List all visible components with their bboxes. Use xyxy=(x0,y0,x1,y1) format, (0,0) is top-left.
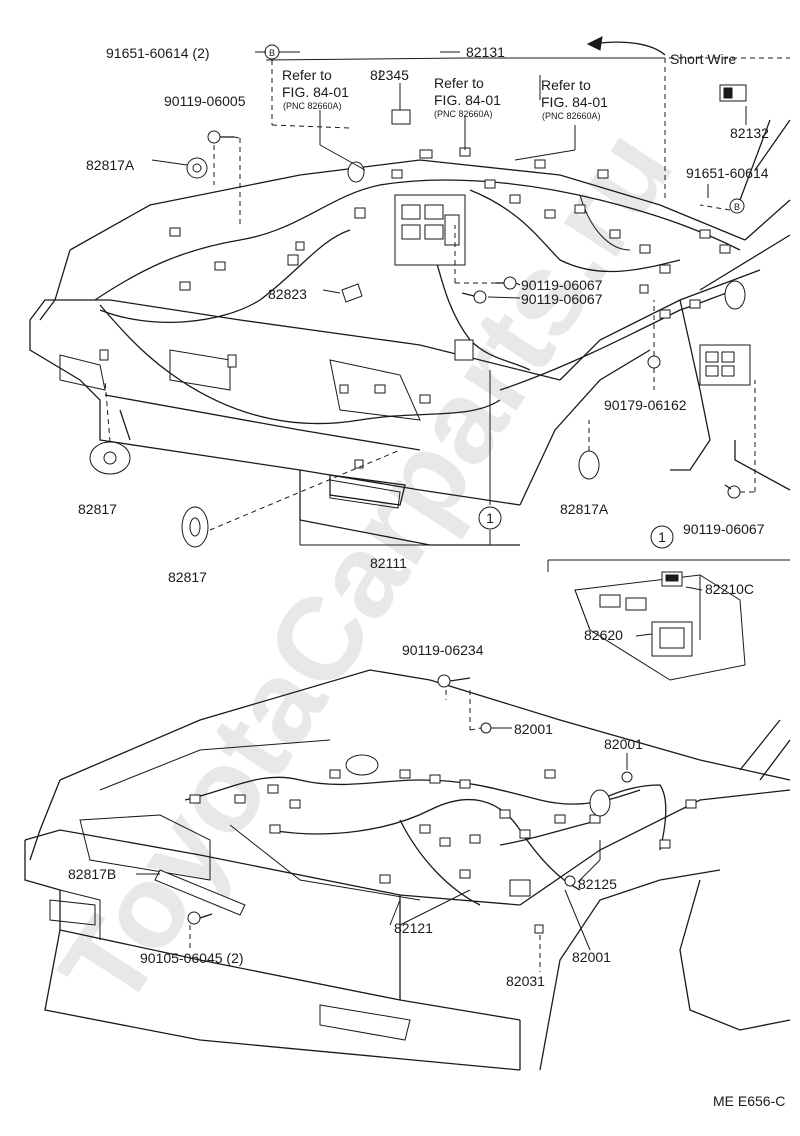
refer-note-3-line1: Refer to xyxy=(541,77,591,93)
label-91651-60614-2: 91651-60614 (2) xyxy=(106,45,210,61)
refer-note-1: Refer to FIG. 84-01 (PNC 82660A) xyxy=(282,67,349,111)
refer-note-1-line2: FIG. 84-01 xyxy=(282,84,349,100)
top-connectors xyxy=(99,147,731,469)
refer-note-1-line3: (PNC 82660A) xyxy=(283,101,342,111)
label-82817A-bottom: 82817A xyxy=(560,501,609,517)
short-wire-arrow xyxy=(586,36,666,56)
label-90119-06067-b: 90119-06067 xyxy=(521,291,603,307)
refer-note-1-line1: Refer to xyxy=(282,67,332,83)
label-82345: 82345 xyxy=(370,67,409,83)
label-90119-06067-a: 90119-06067 xyxy=(521,277,603,293)
label-82817A-top: 82817A xyxy=(86,157,135,173)
bolt-90119-06067-b xyxy=(461,290,487,304)
top-car-illustration xyxy=(29,84,791,548)
figure-code: ME E656-C xyxy=(713,1093,785,1109)
refer-note-2-line3: (PNC 82660A) xyxy=(434,109,493,119)
detail-marker-top: 1 xyxy=(478,506,502,530)
label-90119-06067-c: 90119-06067 xyxy=(683,521,765,537)
label-82823: 82823 xyxy=(268,286,307,302)
clamp-82817-left xyxy=(89,441,131,475)
bottom-connectors xyxy=(189,769,697,934)
label-82210C: 82210C xyxy=(705,581,754,597)
label-91651-60614-right: 91651-60614 xyxy=(686,165,769,181)
nut-90179-06162 xyxy=(647,355,661,369)
clamp-82817-bottom xyxy=(181,506,209,548)
callout-marker-b-right: B xyxy=(729,198,745,214)
detail-marker-top-text: 1 xyxy=(486,510,494,526)
marker-b-top-text: B xyxy=(269,48,275,58)
detail-marker-heading-text: 1 xyxy=(658,529,666,545)
label-82125: 82125 xyxy=(578,876,617,892)
marker-b-right-text: B xyxy=(734,202,740,212)
callout-marker-b-top: B xyxy=(264,44,280,60)
refer-note-3-line2: FIG. 84-01 xyxy=(541,94,608,110)
refer-note-3: Refer to FIG. 84-01 (PNC 82660A) xyxy=(541,77,608,121)
label-82132: 82132 xyxy=(730,125,769,141)
refer-note-3-line3: (PNC 82660A) xyxy=(542,111,601,121)
label-82620: 82620 xyxy=(584,627,623,643)
refer-note-2: Refer to FIG. 84-01 (PNC 82660A) xyxy=(434,75,501,119)
refer-note-2-line2: FIG. 84-01 xyxy=(434,92,501,108)
label-82001-c: 82001 xyxy=(572,949,611,965)
label-90119-06234: 90119-06234 xyxy=(402,642,484,658)
label-82121: 82121 xyxy=(394,920,433,936)
label-82001-b: 82001 xyxy=(604,736,643,752)
detail-1-fuse-box xyxy=(547,559,790,681)
junction-block xyxy=(394,194,466,266)
label-82817-bottom: 82817 xyxy=(168,569,207,585)
short-wire-label: Short Wire xyxy=(670,51,736,67)
label-90105-06045-2: 90105-06045 (2) xyxy=(140,950,244,966)
callout-lines xyxy=(104,51,790,972)
part-labels: 91651-60614 (2) 82131 82345 90119-06005 … xyxy=(68,44,769,989)
label-82031: 82031 xyxy=(506,973,545,989)
bolt-90119-06005 xyxy=(207,130,234,144)
clamp-82817A-top xyxy=(186,157,208,179)
label-82817B: 82817B xyxy=(68,866,116,882)
short-wire-part xyxy=(719,84,747,102)
label-leaders xyxy=(379,51,747,637)
bolt-90119-06067-c xyxy=(724,484,741,499)
label-82817-left: 82817 xyxy=(78,501,117,517)
label-82111: 82111 xyxy=(370,555,407,571)
label-90179-06162: 90179-06162 xyxy=(604,397,687,413)
clamp-82817A-bottom xyxy=(578,450,600,480)
label-90119-06005: 90119-06005 xyxy=(164,93,246,109)
label-82001-a: 82001 xyxy=(514,721,553,737)
label-82131: 82131 xyxy=(466,44,505,60)
refer-note-2-line1: Refer to xyxy=(434,75,484,91)
right-fuse-block xyxy=(699,344,751,386)
detail-marker-heading: 1 xyxy=(650,525,674,549)
